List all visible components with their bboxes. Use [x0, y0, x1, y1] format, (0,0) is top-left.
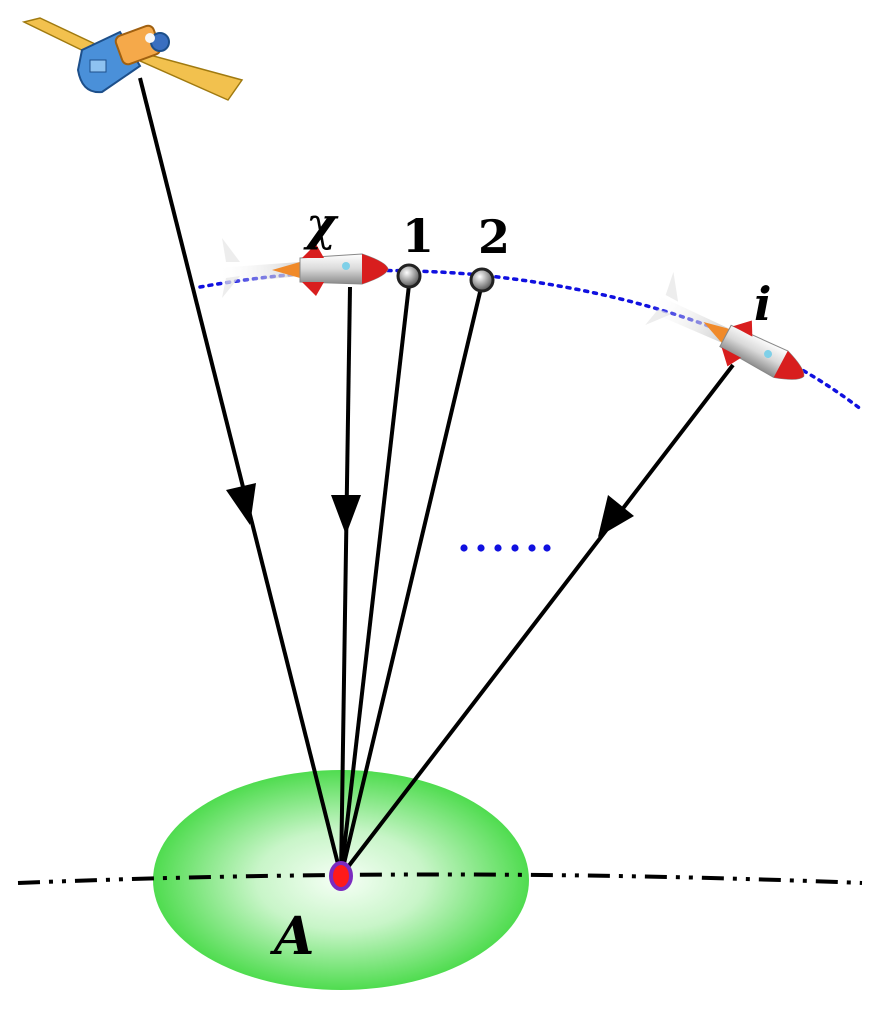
circle-node-icon — [469, 267, 495, 293]
label-i: i — [754, 277, 771, 331]
ellipsis-dots — [460, 544, 551, 552]
label-node-2: 2 — [478, 210, 510, 264]
arrowhead-chi — [331, 495, 361, 535]
label-chi: χ — [303, 197, 339, 251]
ray-node-2 — [339, 287, 483, 877]
target-point — [329, 861, 353, 891]
satellite-icon — [21, 17, 244, 101]
ray-chi — [339, 286, 352, 877]
label-A: A — [269, 906, 314, 967]
rocket-icon — [216, 238, 389, 298]
circle-node-icon — [396, 263, 422, 289]
label-node-1: 1 — [402, 209, 434, 263]
horizon-line — [17, 872, 863, 885]
arrowhead-satellite — [226, 483, 256, 525]
rocket-icon — [645, 271, 805, 380]
arrowhead-i — [598, 495, 634, 537]
ray-i — [339, 363, 735, 878]
ray-node-1 — [339, 284, 411, 877]
ray-satellite — [138, 77, 343, 877]
